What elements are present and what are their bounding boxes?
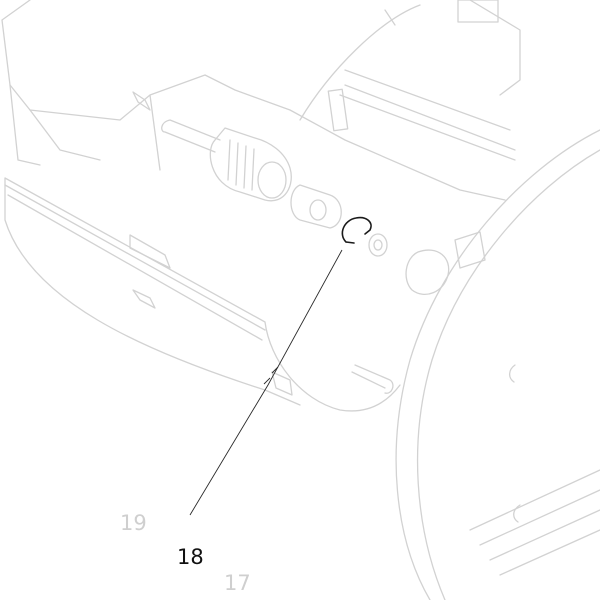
- callout-18-label[interactable]: 18: [177, 545, 204, 569]
- leader-break-mark: [263, 366, 279, 385]
- support-pin: [351, 364, 394, 394]
- drum-rim-inner: [416, 149, 600, 600]
- callout-19-label[interactable]: 19: [120, 511, 147, 535]
- frame-slot: [457, 0, 499, 23]
- callout-17-label[interactable]: 17: [224, 571, 251, 595]
- drive-shaft: [161, 119, 221, 153]
- drum-plate: [469, 469, 600, 576]
- frame-tab: [327, 88, 349, 132]
- trough-bracket: [129, 234, 171, 269]
- bushing: [290, 184, 342, 229]
- washer-hole: [373, 239, 383, 251]
- frame-rail: [339, 69, 516, 161]
- drum-slot: [508, 364, 516, 383]
- drum-slot: [513, 504, 521, 523]
- housing-edge: [9, 84, 101, 166]
- coupling-bore: [257, 161, 287, 199]
- tab-diamond: [132, 289, 156, 309]
- part-18-snap-ring[interactable]: [341, 216, 372, 244]
- rear-frame-arc: [299, 0, 521, 121]
- trough-lip: [4, 184, 266, 341]
- lower-trough: [4, 177, 401, 412]
- support-pin: [271, 371, 293, 396]
- coupling: [209, 127, 292, 202]
- side-bracket: [454, 231, 486, 269]
- upper-housing: [1, 0, 506, 201]
- tab-diamond: [132, 91, 151, 111]
- bushing-face: [309, 199, 327, 221]
- washer: [368, 233, 388, 257]
- retaining-clip: [405, 249, 450, 295]
- callout-18-leader: [189, 249, 343, 516]
- snap-ring-icon: [341, 216, 372, 244]
- drum-rim: [395, 129, 600, 600]
- coupling-ribs: [227, 139, 255, 191]
